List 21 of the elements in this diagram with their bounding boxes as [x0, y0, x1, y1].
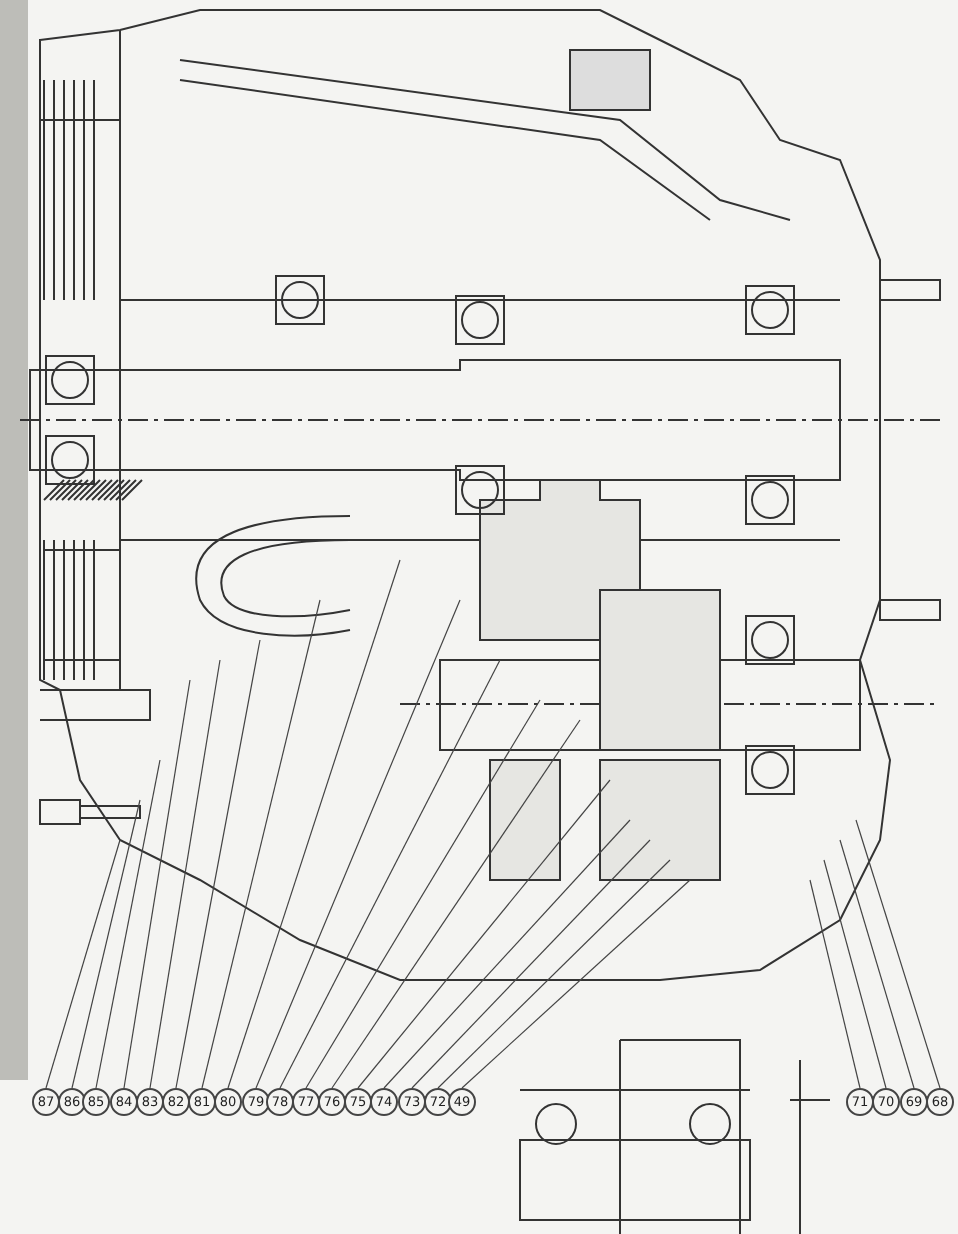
- leader-line: [149, 659, 221, 1089]
- leader-line: [175, 639, 261, 1089]
- leader-line: [45, 839, 121, 1089]
- leader-line: [123, 679, 191, 1089]
- leader-line: [411, 839, 651, 1089]
- leader-line: [255, 599, 461, 1089]
- leader-line: [855, 819, 941, 1089]
- leader-line: [71, 799, 141, 1089]
- leader-line: [227, 559, 401, 1089]
- leader-line: [95, 759, 161, 1089]
- leader-line: [201, 599, 321, 1089]
- leader-line: [357, 779, 611, 1089]
- leader-line: [279, 659, 501, 1089]
- leader-line: [437, 859, 671, 1089]
- leader-line: [305, 699, 541, 1089]
- leader-line: [383, 819, 631, 1089]
- leader-line: [823, 859, 887, 1089]
- leader-line: [809, 879, 861, 1089]
- leader-line: [461, 879, 691, 1089]
- leader-line: [331, 719, 581, 1089]
- leader-line: [839, 839, 915, 1089]
